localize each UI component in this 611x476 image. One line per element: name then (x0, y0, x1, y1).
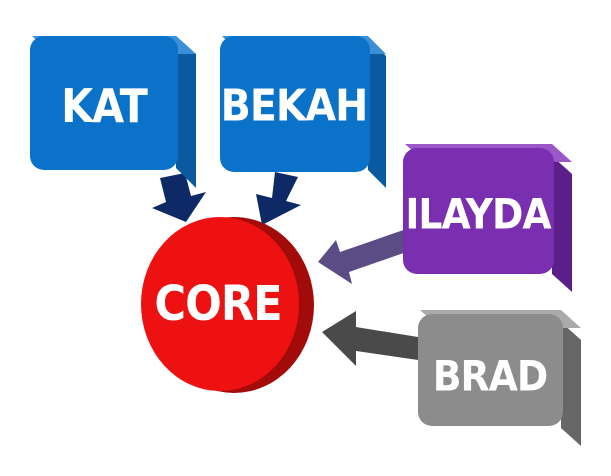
arrow-kat-to-core (152, 173, 206, 222)
node-kat-label: KAT (61, 79, 149, 133)
node-ilayda: ILAYDA (403, 144, 572, 292)
arrow-bekah-to-core (256, 172, 301, 225)
node-kat: KAT (30, 36, 196, 188)
arrow-ilayda-to-core (318, 226, 418, 284)
arrow-brad-to-core (322, 311, 418, 366)
node-brad: BRAD (418, 310, 581, 446)
node-ilayda-label: ILAYDA (405, 190, 552, 239)
core-face (141, 217, 299, 391)
node-bekah-label: BEKAH (221, 81, 368, 132)
node-bekah: BEKAH (220, 36, 386, 188)
core-label: CORE (154, 276, 281, 332)
core-node: CORE (141, 217, 314, 393)
node-brad-label: BRAD (433, 352, 548, 401)
